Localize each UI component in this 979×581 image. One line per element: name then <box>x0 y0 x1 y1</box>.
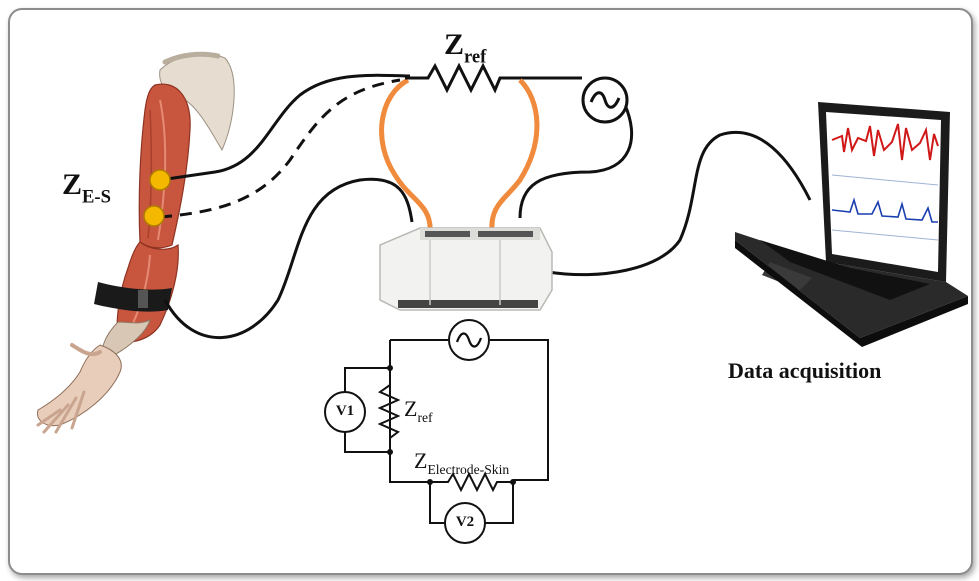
label-v2: V2 <box>455 514 475 530</box>
label-v1: V1 <box>335 403 355 419</box>
label-z-es-circ-main: Z <box>414 448 428 473</box>
electrode-bottom <box>143 205 165 227</box>
clavicle-bone <box>162 51 221 65</box>
wire-electrode-bottom <box>159 78 401 219</box>
arm-illustration <box>36 51 235 434</box>
label-z-electrode-skin-arm: ZE-S <box>62 168 111 208</box>
wrist-tendons <box>101 319 151 361</box>
emg-trace <box>831 123 939 161</box>
ac-source-top <box>581 76 629 124</box>
label-data-acquisition: Data acquisition <box>728 358 882 383</box>
voltmeter-v2 <box>444 502 486 544</box>
label-z-es-main: Z <box>62 168 83 201</box>
circuit-nodes <box>387 365 516 485</box>
impedance-trace <box>831 197 938 223</box>
label-z-es-sub: E-S <box>82 186 111 208</box>
label-z-electrode-skin-circuit: ZElectrode-Skin <box>414 448 509 478</box>
daq-device <box>379 227 553 311</box>
strap-buckle <box>138 290 148 308</box>
label-z-ref-top-sub: ref <box>464 46 487 68</box>
label-z-ref-top: Zref <box>444 28 486 68</box>
hand <box>36 344 122 427</box>
electrode-top <box>149 169 171 191</box>
circuit-schematic <box>344 339 549 524</box>
label-z-es-circ-sub: Electrode-Skin <box>427 462 510 478</box>
voltmeter-v1 <box>324 391 366 433</box>
laptop-touchpad <box>762 262 812 290</box>
label-z-ref-circ-main: Z <box>404 396 418 421</box>
label-z-ref-circuit: Zref <box>404 396 433 426</box>
wire-electrode-top <box>159 73 411 182</box>
wire-daq-to-laptop <box>547 131 812 277</box>
label-z-ref-circ-sub: ref <box>417 410 433 426</box>
resistor-zref-circuit <box>377 384 401 439</box>
wires <box>159 73 812 339</box>
ac-source-circuit <box>448 319 490 361</box>
laptop <box>735 102 968 347</box>
wire-source-to-daq <box>518 104 634 219</box>
resistor-zref-top <box>405 62 508 94</box>
wire-strap-to-daq <box>163 177 414 339</box>
resistor-zes-circuit <box>430 471 513 493</box>
reference-strap <box>94 282 172 312</box>
probe-wires <box>379 77 540 233</box>
label-z-ref-top-main: Z <box>444 28 465 61</box>
